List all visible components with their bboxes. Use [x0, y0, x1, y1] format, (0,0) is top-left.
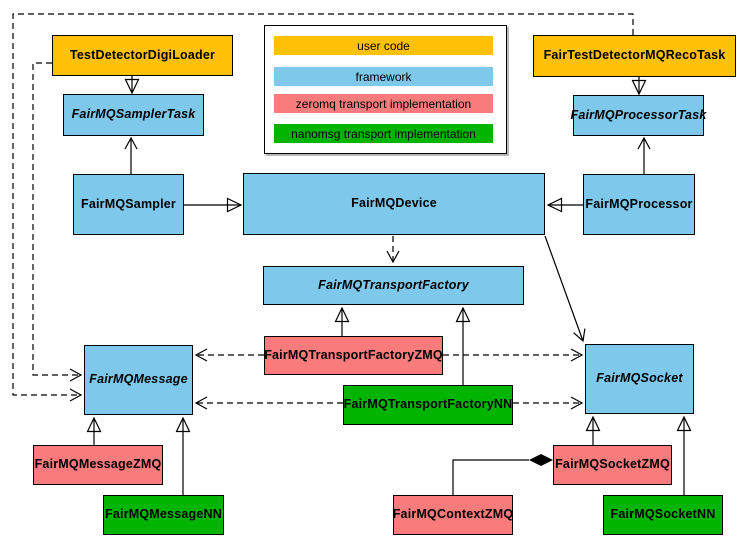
- class-box-fairtestdetectormqrecotask: FairTestDetectorMQRecoTask: [533, 35, 736, 77]
- class-label: TestDetectorDigiLoader: [69, 47, 216, 62]
- class-box-fairmqtransportfactorynn: FairMQTransportFactoryNN: [343, 385, 513, 425]
- class-label: FairMQTransportFactory: [318, 277, 469, 292]
- class-label: FairMQProcessorTask: [570, 107, 707, 122]
- class-label: FairMQTransportFactoryZMQ: [264, 347, 443, 362]
- legend-label: zeromq transport implementation: [295, 96, 472, 111]
- class-box-fairmqmessagenn: FairMQMessageNN: [103, 495, 224, 535]
- class-label: FairMQMessageZMQ: [34, 457, 162, 472]
- class-box-fairmqmessage: FairMQMessage: [84, 345, 193, 415]
- class-label: FairMQSampler: [81, 196, 176, 211]
- legend-item-user-code: user code: [274, 36, 493, 55]
- class-box-fairmqdevice: FairMQDevice: [243, 173, 545, 235]
- class-label: FairMQTransportFactoryNN: [343, 397, 513, 412]
- legend-label: user code: [357, 38, 410, 53]
- class-box-fairmqsocket: FairMQSocket: [585, 344, 694, 414]
- class-box-fairmqprocessor: FairMQProcessor: [583, 174, 695, 235]
- legend-item-framework: framework: [274, 67, 493, 86]
- class-label: FairMQMessageNN: [105, 507, 222, 522]
- composition-diamond: [529, 454, 553, 466]
- class-box-fairmqsocketzmq: FairMQSocketZMQ: [553, 445, 672, 485]
- class-box-fairmqsocketnn: FairMQSocketNN: [603, 495, 723, 535]
- class-label: FairMQContextZMQ: [392, 507, 514, 522]
- class-box-fairmqmessagezmq: FairMQMessageZMQ: [33, 445, 163, 485]
- edge-device-socket: [544, 235, 586, 343]
- edge-contextzmq-socketzmq: [452, 459, 529, 495]
- class-box-fairmqtransportfactory: FairMQTransportFactory: [263, 266, 524, 305]
- class-label: FairMQSocketNN: [610, 507, 716, 522]
- class-label: FairMQDevice: [351, 196, 437, 211]
- class-box-fairmqtransportfactoryzmq: FairMQTransportFactoryZMQ: [264, 336, 443, 375]
- legend-label: nanomsg transport implementation: [291, 126, 476, 141]
- legend-item-zeromq: zeromq transport implementation: [274, 94, 493, 113]
- class-label: FairMQSocket: [596, 371, 683, 386]
- class-label: FairTestDetectorMQRecoTask: [543, 48, 726, 63]
- legend-label: framework: [355, 69, 412, 84]
- class-box-fairmqsampler: FairMQSampler: [73, 174, 184, 235]
- class-label: FairMQSocketZMQ: [555, 457, 670, 472]
- class-label: FairMQSamplerTask: [71, 107, 196, 122]
- legend-item-nanomsg: nanomsg transport implementation: [274, 124, 493, 143]
- class-box-fairmqcontextzmq: FairMQContextZMQ: [393, 495, 513, 535]
- class-box-fairmqsamplertask: FairMQSamplerTask: [63, 94, 204, 136]
- class-label: FairMQMessage: [89, 372, 188, 387]
- class-box-fairmqprocessortask: FairMQProcessorTask: [570, 95, 707, 136]
- class-label: FairMQProcessor: [585, 196, 693, 211]
- class-box-testdetectordigiloader: TestDetectorDigiLoader: [52, 35, 233, 76]
